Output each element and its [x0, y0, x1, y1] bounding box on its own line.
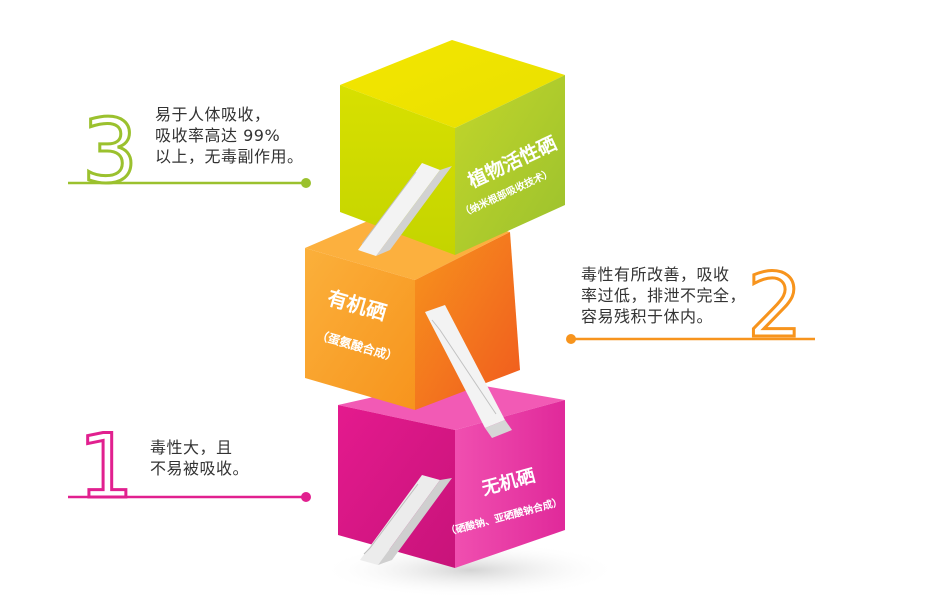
callout-1: 1	[68, 414, 311, 520]
cube-2-side	[415, 232, 520, 410]
callout-1-line-1: 毒性大，且	[150, 438, 233, 457]
callout-3-description: 易于人体吸收， 吸收率高达 99% 以上，无毒副作用。	[155, 104, 304, 167]
callout-2-line-3: 容易残积于体内。	[581, 307, 714, 326]
cube-2-front	[305, 248, 415, 410]
callout-1-dot	[301, 492, 311, 502]
callout-3: 3	[68, 99, 311, 205]
callout-3-line-2: 吸收率高达 99%	[155, 126, 281, 145]
cube-1-side	[455, 400, 565, 568]
callout-2: 2	[566, 253, 815, 359]
callout-1-number: 1	[78, 415, 134, 518]
staircase-2	[425, 305, 512, 438]
cube-tier-1: 无机硒 （硒酸钠、亚硒酸钠合成）	[338, 380, 565, 568]
cube-tier-3: 植物活性硒 （纳米根部吸收技术）	[340, 40, 565, 256]
callout-3-line-3: 以上，无毒副作用。	[155, 147, 304, 166]
staircase-1	[360, 475, 452, 565]
staircase-3	[358, 163, 452, 256]
callout-3-number: 3	[82, 100, 138, 203]
floor-shadow	[320, 542, 620, 598]
callout-3-line-1: 易于人体吸收，	[155, 105, 271, 124]
cube-3-side	[455, 75, 565, 255]
callout-2-description: 毒性有所改善，吸收 率过低，排泄不完全， 容易残积于体内。	[581, 264, 746, 327]
callout-2-line-1: 毒性有所改善，吸收	[581, 265, 730, 284]
callout-3-dot	[301, 178, 311, 188]
callout-1-line-2: 不易被吸收。	[150, 459, 250, 478]
cube-3-front	[340, 85, 455, 255]
callout-1-description: 毒性大，且 不易被吸收。	[150, 437, 249, 479]
callout-2-number: 2	[747, 254, 803, 357]
cube-1-front	[338, 405, 455, 568]
callout-2-dot	[566, 334, 576, 344]
callout-2-line-2: 率过低，排泄不完全，	[581, 286, 747, 305]
cube-3-top	[340, 40, 565, 128]
